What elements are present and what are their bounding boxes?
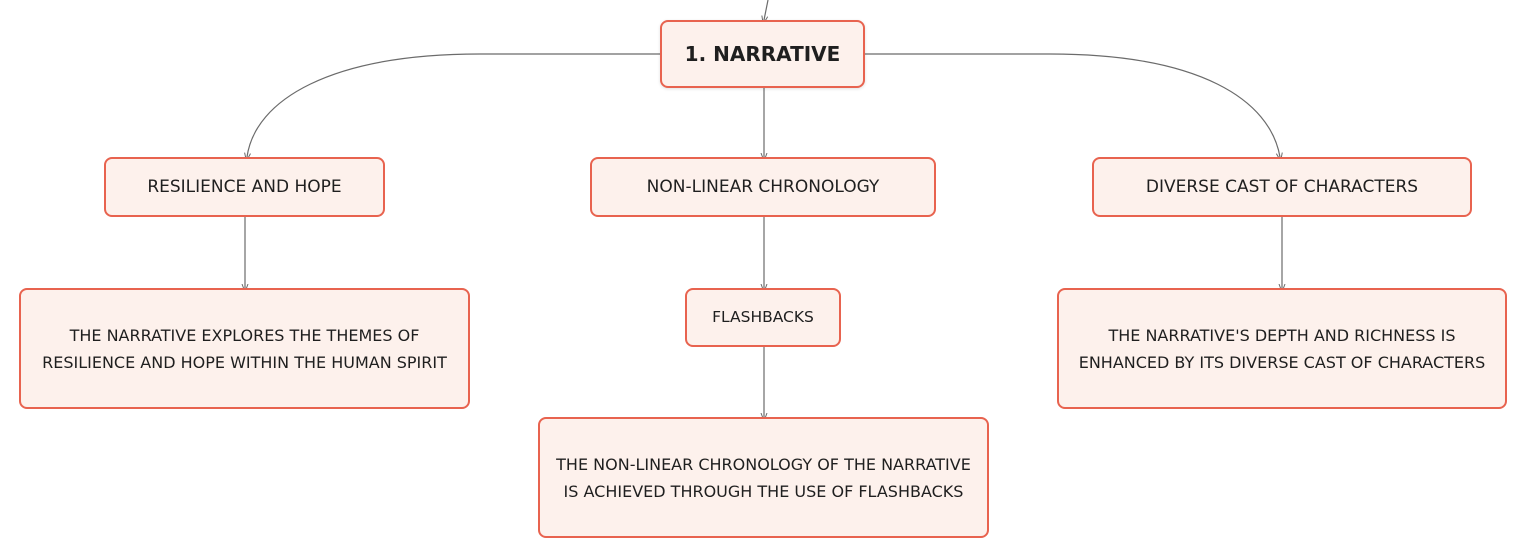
detail-node-text: THE NARRATIVE EXPLORES THE THEMES OF RES… (42, 325, 447, 372)
connector-root-resilience (247, 53, 660, 157)
branch-node-resilience[interactable]: RESILIENCE AND HOPE (104, 157, 385, 217)
detail-node-text: THE NON-LINEAR CHRONOLOGY OF THE NARRATI… (556, 454, 971, 501)
detail-node-chronology[interactable]: THE NON-LINEAR CHRONOLOGY OF THE NARRATI… (538, 417, 989, 538)
branch-node-label: RESILIENCE AND HOPE (147, 176, 342, 197)
detail-node-text: THE NARRATIVE'S DEPTH AND RICHNESS IS EN… (1078, 325, 1486, 372)
branch-node-diverse[interactable]: DIVERSE CAST OF CHARACTERS (1092, 157, 1472, 217)
connector-root-diverse (865, 53, 1280, 157)
branch-node-chronology[interactable]: NON-LINEAR CHRONOLOGY (590, 157, 936, 217)
branch-node-label: DIVERSE CAST OF CHARACTERS (1145, 176, 1419, 197)
root-node[interactable]: 1. NARRATIVE (660, 20, 865, 88)
detail-node-diverse[interactable]: THE NARRATIVE'S DEPTH AND RICHNESS IS EN… (1057, 288, 1507, 409)
branch-node-label: NON-LINEAR CHRONOLOGY (646, 176, 880, 197)
root-node-label: 1. NARRATIVE (684, 41, 841, 66)
connector-incoming-root (764, 0, 769, 20)
detail-node-resilience[interactable]: THE NARRATIVE EXPLORES THE THEMES OF RES… (19, 288, 470, 409)
child-node-label: FLASHBACKS (712, 308, 814, 326)
child-node-flashbacks[interactable]: FLASHBACKS (685, 288, 841, 347)
